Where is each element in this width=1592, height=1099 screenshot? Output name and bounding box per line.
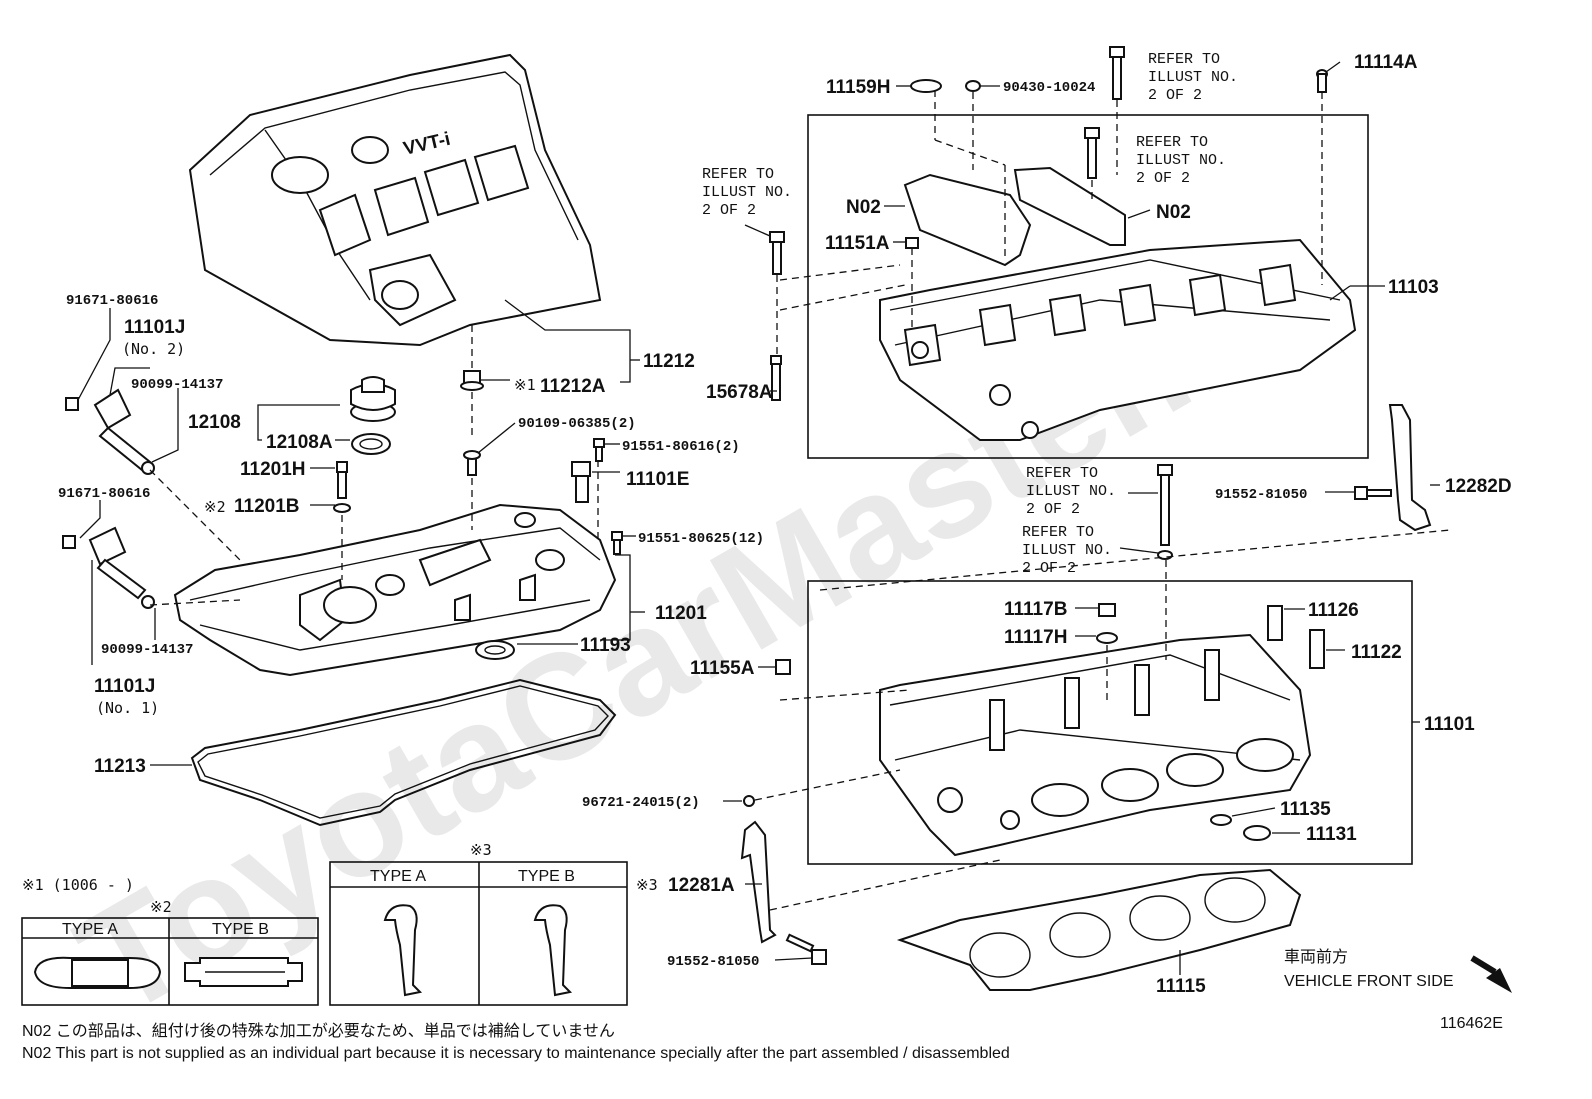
refer-line3: 2 OF 2 (1026, 501, 1080, 518)
legend-type-2: ※1 (1006 - ) ※2 TYPE A TYPE B (21, 876, 319, 1006)
label-90099-14137-a: 90099-14137 (131, 377, 223, 393)
label-11101J-a: 11101J (124, 317, 185, 338)
cam-position-sensor (571, 461, 620, 503)
refer-note-mid-1: REFER TO ILLUST NO. 2 OF 2 (1026, 465, 1116, 518)
oil-filler-cap (350, 376, 396, 455)
part-labels: 11212 ※1 11212A 12108 12108A 11201H ※2 1… (58, 52, 1512, 997)
label-11201B: 11201B (234, 496, 300, 517)
label-11155A: 11155A (690, 658, 755, 679)
valve-cover (173, 503, 617, 677)
legend2-typeB: TYPE B (212, 921, 269, 938)
legend-note1: ※1 (1006 - ) (22, 876, 134, 894)
refer-line3: 2 OF 2 (1136, 170, 1190, 187)
label-11103: 11103 (1388, 277, 1439, 298)
label-11126: 11126 (1308, 600, 1359, 621)
label-12281A-mark: ※3 (636, 876, 658, 894)
refer-line2: ILLUST NO. (1136, 152, 1226, 169)
label-91551-80625: 91551-80625(12) (638, 531, 764, 547)
engine-hanger-front (740, 820, 1001, 965)
refer-note-top-2: REFER TO ILLUST NO. 2 OF 2 (1136, 134, 1226, 187)
label-12281A: 12281A (668, 875, 735, 896)
label-11117B: 11117B (1004, 599, 1067, 620)
label-11151A: 11151A (825, 233, 890, 254)
oil-control-valves (62, 388, 241, 609)
refer-note-top-1: REFER TO ILLUST NO. 2 OF 2 (1148, 51, 1238, 104)
valve-cover-gasket (190, 678, 617, 827)
label-11117H: 11117H (1004, 627, 1067, 648)
label-11101E: 11101E (626, 469, 689, 490)
label-11122: 11122 (1351, 642, 1402, 663)
label-11212: 11212 (643, 351, 695, 372)
label-11193: 11193 (580, 635, 631, 656)
legend3-typeA: TYPE A (370, 868, 426, 885)
direction-jp: 車両前方 (1284, 948, 1348, 966)
label-11201: 11201 (655, 603, 707, 624)
direction-en: VEHICLE FRONT SIDE (1284, 973, 1454, 990)
engine-hanger-rear (819, 404, 1451, 591)
footnote-en: N02 This part is not supplied as an indi… (22, 1045, 1010, 1062)
refer-line3: 2 OF 2 (1148, 87, 1202, 104)
leader-lines (77, 61, 1440, 975)
legend2-typeA: TYPE A (62, 921, 118, 938)
front-direction: 車両前方 VEHICLE FRONT SIDE (1284, 948, 1512, 993)
head-bolt (1157, 464, 1173, 560)
label-11213: 11213 (94, 756, 146, 777)
refer-line1: REFER TO (1136, 134, 1208, 151)
label-11131: 11131 (1306, 824, 1357, 845)
label-11201B-mark: ※2 (204, 498, 226, 516)
label-96721-24015: 96721-24015(2) (582, 795, 700, 811)
label-91671-80616-a: 91671-80616 (66, 293, 158, 309)
label-11101J-a-sub: (No. 2) (122, 340, 185, 358)
label-11101J-b: 11101J (94, 676, 155, 697)
label-11135: 11135 (1280, 799, 1331, 820)
legend3-typeB: TYPE B (518, 868, 575, 885)
refer-line3: 2 OF 2 (702, 202, 756, 219)
label-15678A: 15678A (706, 382, 773, 403)
label-11159H: 11159H (826, 77, 890, 98)
refer-line2: ILLUST NO. (702, 184, 792, 201)
label-11114A: 11114A (1354, 52, 1418, 73)
label-11101J-b-sub: (No. 1) (96, 699, 159, 717)
refer-line1: REFER TO (1022, 524, 1094, 541)
cylinder-head (743, 560, 1325, 857)
head-gasket (896, 868, 1302, 991)
label-11101: 11101 (1424, 714, 1475, 735)
refer-line1: REFER TO (1148, 51, 1220, 68)
label-12108A: 12108A (266, 432, 333, 453)
label-11201H: 11201H (240, 459, 306, 480)
label-N02-b: N02 (1156, 202, 1191, 223)
legend-mark3: ※3 (470, 841, 492, 859)
refer-line1: REFER TO (1026, 465, 1098, 482)
label-91671-80616-b: 91671-80616 (58, 486, 150, 502)
label-91551-80616: 91551-80616(2) (622, 439, 740, 455)
label-11115: 11115 (1156, 976, 1206, 997)
refer-line2: ILLUST NO. (1148, 69, 1238, 86)
label-11212A: 11212A (540, 376, 606, 397)
cover-fasteners (333, 325, 623, 660)
refer-note-left: REFER TO ILLUST NO. 2 OF 2 (702, 166, 792, 219)
label-91552-81050-a: 91552-81050 (1215, 487, 1307, 503)
refer-line3: 2 OF 2 (1022, 560, 1076, 577)
label-N02-a: N02 (846, 197, 881, 218)
label-90430-10024: 90430-10024 (1003, 80, 1095, 96)
refer-line1: REFER TO (702, 166, 774, 183)
refer-note-mid-2: REFER TO ILLUST NO. 2 OF 2 (1022, 524, 1112, 577)
loose-bolts (769, 231, 785, 401)
refer-line2: ILLUST NO. (1022, 542, 1112, 559)
footnote-jp: N02 この部品は、組付け後の特殊な加工が必要なため、単品では補給していません (22, 1022, 615, 1040)
label-12108: 12108 (188, 412, 241, 433)
camshaft-housing (779, 46, 1357, 441)
label-90099-14137-b: 90099-14137 (101, 642, 193, 658)
engine-cover: VVT-i (188, 53, 602, 347)
label-90109-06385: 90109-06385(2) (518, 416, 636, 432)
legend-mark2: ※2 (150, 898, 172, 916)
label-91552-81050-b: 91552-81050 (667, 954, 759, 970)
label-12282D: 12282D (1445, 476, 1512, 497)
label-11212A-mark: ※1 (514, 376, 536, 394)
legend-type-3: ※3 TYPE A TYPE B (329, 841, 628, 1006)
refer-line2: ILLUST NO. (1026, 483, 1116, 500)
diagram-id: 116462E (1440, 1015, 1503, 1032)
